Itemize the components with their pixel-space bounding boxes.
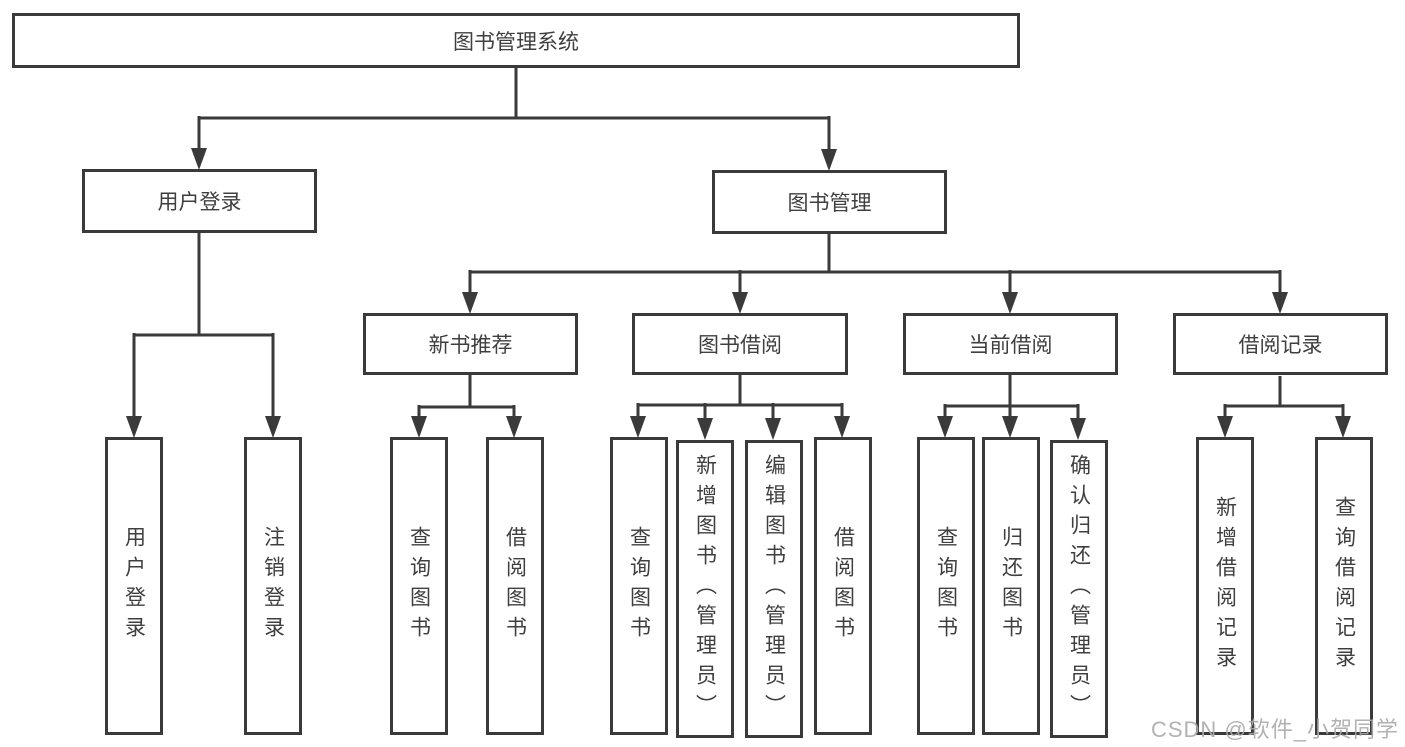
node-current-borrow: 当前借阅 (903, 313, 1118, 375)
node-new-book-recommend: 新书推荐 (363, 313, 578, 375)
leaf-user-login: 用户登录 (105, 437, 163, 735)
leaf-confirm-return-admin: 确认归还（管理员） (1050, 440, 1108, 738)
node-borrow-record: 借阅记录 (1173, 313, 1388, 375)
leaf-add-book-admin: 新增图书（管理员） (676, 440, 734, 738)
leaf-query-borrow-record: 查询借阅记录 (1315, 437, 1373, 735)
node-book-management: 图书管理 (712, 170, 947, 234)
leaf-borrow-book: 借阅图书 (814, 437, 872, 735)
csdn-watermark: CSDN @软件_小贺同学 (1150, 717, 1399, 742)
leaf-edit-book-admin: 编辑图书（管理员） (745, 440, 803, 738)
leaf-add-borrow-record: 新增借阅记录 (1196, 437, 1254, 735)
node-root-system: 图书管理系统 (12, 13, 1020, 68)
leaf-borrow-book-recommend: 借阅图书 (486, 437, 544, 735)
node-book-borrow: 图书借阅 (632, 313, 848, 375)
node-user-login: 用户登录 (82, 169, 317, 233)
leaf-query-book-recommend: 查询图书 (390, 437, 448, 735)
leaf-return-book: 归还图书 (982, 437, 1040, 735)
leaf-query-book-current: 查询图书 (917, 437, 975, 735)
leaf-query-book-borrow: 查询图书 (610, 437, 668, 735)
leaf-logout: 注销登录 (244, 437, 302, 735)
